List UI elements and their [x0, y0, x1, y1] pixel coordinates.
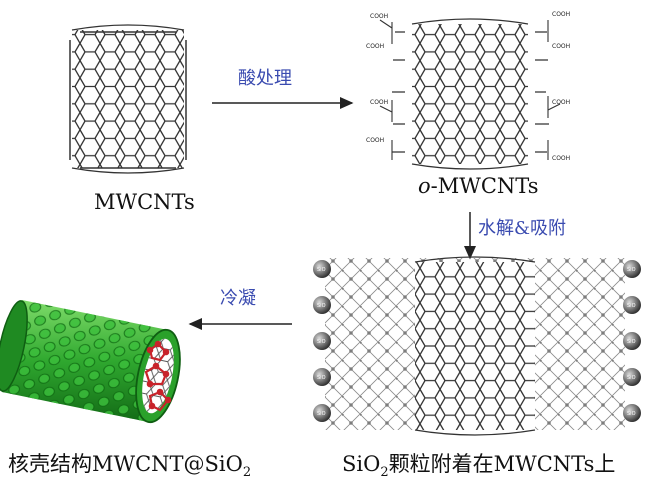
- label-mwcnts-text: MWCNTs: [94, 190, 195, 214]
- silica-sphere: SiO: [313, 296, 331, 314]
- silica-sphere: SiO: [623, 368, 641, 386]
- silica-sphere: SiO: [623, 296, 641, 314]
- label-silica: SiO2颗粒附着在MWCNTs上: [342, 454, 615, 479]
- carboxyl-group-label: COOH: [366, 43, 384, 50]
- arrow-label-acid-text: 酸处理: [238, 68, 292, 89]
- arrow-label-acid: 酸处理: [238, 70, 292, 88]
- label-silica-pre: SiO: [342, 452, 380, 476]
- carboxyl-group-label: COOH: [366, 137, 384, 144]
- label-o-main: -MWCNTs: [431, 174, 539, 198]
- svg-text:SiO: SiO: [627, 339, 636, 345]
- carboxyl-group-label: COOH: [552, 11, 570, 18]
- pristine-nanotube: [70, 25, 186, 173]
- label-silica-post: 颗粒附着在MWCNTs上: [389, 452, 616, 476]
- coreshell-tube: [0, 299, 187, 427]
- label-coreshell: 核壳结构MWCNT@SiO2: [8, 454, 251, 479]
- label-coreshell-main: 核壳结构MWCNT@SiO: [8, 452, 243, 476]
- svg-text:SiO: SiO: [627, 375, 636, 381]
- svg-text:SiO: SiO: [627, 267, 636, 273]
- oxidized-nanotube: COOH COOH COOH COOH COOH COOH COOH COOH: [366, 11, 570, 169]
- arrow-label-condense: 冷凝: [220, 290, 256, 308]
- svg-text:SiO: SiO: [317, 411, 326, 417]
- silica-sphere: SiO: [623, 260, 641, 278]
- silica-sphere: SiO: [313, 260, 331, 278]
- silica-attached-nanotube: SiO SiO SiO SiO SiO SiO SiO SiO SiO SiO: [313, 257, 641, 435]
- svg-text:SiO: SiO: [317, 303, 326, 309]
- carboxyl-group-label: COOH: [370, 99, 388, 106]
- carboxyl-group-label: COOH: [552, 99, 570, 106]
- label-o-prefix: o: [418, 174, 431, 198]
- carboxyl-group-label: COOH: [552, 155, 570, 162]
- label-o-mwcnts: o-MWCNTs: [418, 176, 539, 197]
- silica-sphere: SiO: [313, 404, 331, 422]
- silica-sphere: SiO: [313, 368, 331, 386]
- carboxyl-group-label: COOH: [370, 13, 388, 20]
- svg-text:SiO: SiO: [317, 267, 326, 273]
- carboxyl-group-label: COOH: [552, 43, 570, 50]
- arrow-label-hydrolysis-text: 水解&吸附: [478, 218, 566, 239]
- svg-text:SiO: SiO: [627, 303, 636, 309]
- svg-text:SiO: SiO: [627, 411, 636, 417]
- label-coreshell-sub: 2: [243, 465, 251, 480]
- svg-text:SiO: SiO: [317, 339, 326, 345]
- arrow-label-condense-text: 冷凝: [220, 288, 256, 309]
- silica-sphere: SiO: [313, 332, 331, 350]
- silica-sphere: SiO: [623, 332, 641, 350]
- silica-sphere: SiO: [623, 404, 641, 422]
- label-mwcnts: MWCNTs: [94, 192, 195, 213]
- svg-text:SiO: SiO: [317, 375, 326, 381]
- arrow-label-hydrolysis: 水解&吸附: [478, 220, 566, 238]
- label-silica-sub: 2: [380, 465, 388, 480]
